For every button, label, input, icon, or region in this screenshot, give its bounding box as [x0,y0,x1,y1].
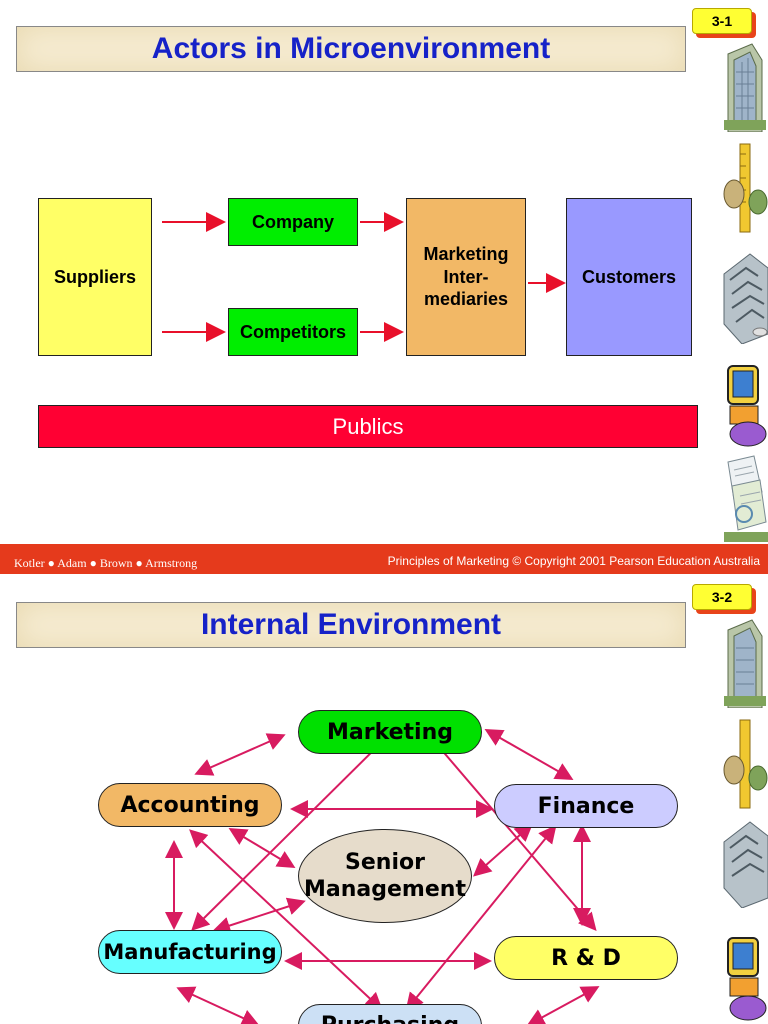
flow-arrows [162,212,566,342]
competitors-box: Competitors [228,308,358,356]
arrow-accounting-purchasing [189,829,383,1011]
connection-arrows [165,729,600,1024]
computer-clipart-icon [722,360,768,450]
slide-title: Actors in Microenvironment [16,26,686,72]
computer-clipart-icon [722,932,768,1024]
intermediaries-line-2: Inter- [443,266,489,287]
arrow-marketing-accounting [194,733,286,776]
customers-box: Customers [566,198,692,356]
ruler-figure-clipart-icon [722,718,768,810]
maze-clipart-icon [722,244,768,345]
authors-text: Kotler ● Adam ● Brown ● Armstrong [14,556,198,570]
slide-number-badge: 3-2 [692,584,752,610]
senior-line-1: Senior [345,849,425,875]
company-box: Company [228,198,358,246]
arrow-marketing-finance [484,729,574,780]
slide-actors-microenvironment: 3-1 Actors in Microenvironment [0,8,768,574]
arrow-manufacturing-senior [212,897,306,935]
slide-internal-environment: 3-2 Internal Environment [0,576,768,1024]
finance-node: Finance [494,784,678,828]
marketing-intermediaries-box: Marketing Inter- mediaries [406,198,526,356]
arrow-rd-purchasing [526,986,600,1024]
intermediaries-line-1: Marketing [423,244,509,265]
documents-clipart-icon [722,452,768,542]
building-clipart-icon [722,40,768,133]
suppliers-box: Suppliers [38,198,152,356]
senior-line-2: Management [304,877,466,902]
intermediaries-line-3: mediaries [423,289,509,310]
publics-bar: Publics [38,405,698,448]
senior-management-node: Senior Management [298,829,472,923]
arrow-manufacturing-purchasing [176,986,260,1024]
rd-node: R & D [494,936,678,980]
footer-bar: Kotler ● Adam ● Brown ● Armstrong Princi… [0,544,768,574]
maze-clipart-icon [722,812,768,909]
arrow-finance-purchasing [405,824,557,1012]
manufacturing-node: Manufacturing [98,930,282,974]
ruler-figure-clipart-icon [722,142,768,234]
accounting-node: Accounting [98,783,282,827]
slide-title: Internal Environment [16,602,686,648]
marketing-node: Marketing [298,710,482,754]
slide-number-badge: 3-1 [692,8,752,34]
purchasing-node: Purchasing [298,1004,482,1024]
copyright-text: Principles of Marketing © Copyright 2001… [387,554,760,568]
building-clipart-icon [722,616,768,709]
